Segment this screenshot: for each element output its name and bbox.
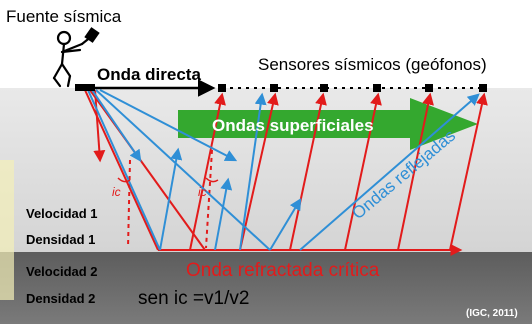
direct-wave-label: Onda directa xyxy=(97,65,201,84)
critical-angle-arc-2 xyxy=(205,177,219,183)
snell-formula: sen ic =v1/v2 xyxy=(138,288,249,309)
credit-label: (IGC, 2011) xyxy=(466,308,518,319)
critical-angle-symbol-1: ic xyxy=(112,185,121,199)
velocity-1-label: Velocidad 1 xyxy=(26,206,98,221)
refracted-wave-label: Onda refractada crítica xyxy=(186,260,380,281)
geophone xyxy=(270,84,278,92)
velocity-2-label: Velocidad 2 xyxy=(26,264,98,279)
surface-waves-arrow xyxy=(178,98,478,150)
critical-angle-arc-1 xyxy=(117,177,131,183)
density-1-label: Densidad 1 xyxy=(26,232,95,247)
geophone xyxy=(373,84,381,92)
critical-angle-symbol-2: ic xyxy=(198,185,207,199)
geophone xyxy=(218,84,226,92)
geophones xyxy=(218,84,487,92)
geophone xyxy=(479,84,487,92)
reflected-rays xyxy=(87,89,480,251)
geophone xyxy=(425,84,433,92)
density-2-label: Densidad 2 xyxy=(26,291,95,306)
sensors-label: Sensores sísmicos (geófonos) xyxy=(258,55,487,74)
geophone xyxy=(320,84,328,92)
lower-layer xyxy=(0,252,532,324)
surface-waves-label: Ondas superficiales xyxy=(212,116,374,135)
source-plate xyxy=(75,84,95,91)
person-hammer-icon xyxy=(52,27,100,88)
refracted-rays xyxy=(84,89,488,256)
left-highlight xyxy=(0,160,14,300)
source-label: Fuente sísmica xyxy=(6,7,122,26)
